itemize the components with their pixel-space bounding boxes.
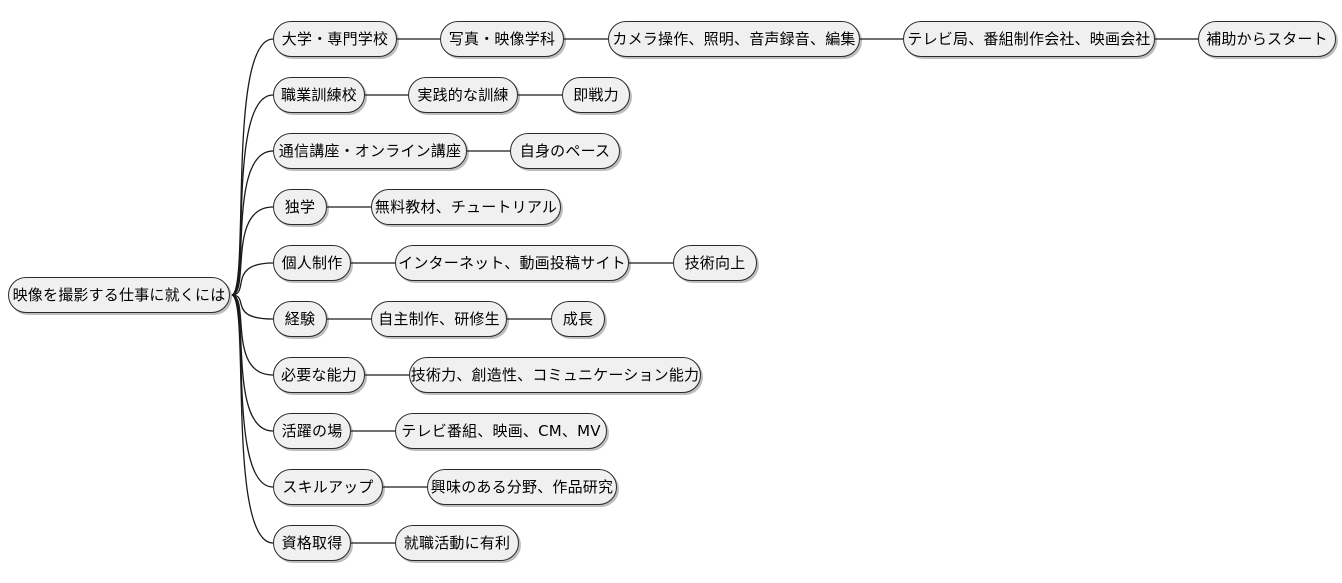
leaf-node-9-2[interactable]: 興味のある分野、作品研究 (427, 469, 617, 505)
branch-node-3[interactable]: 通信講座・オンライン講座 (273, 133, 467, 169)
branch-node-6[interactable]: 経験 (273, 301, 327, 337)
leaf-node-10-2[interactable]: 就職活動に有利 (395, 525, 519, 561)
leaf-node-1-3[interactable]: カメラ操作、照明、音声録音、編集 (608, 21, 860, 57)
branch-node-10[interactable]: 資格取得 (273, 525, 351, 561)
connector-edge (231, 38, 274, 296)
branch-node-1[interactable]: 大学・専門学校 (273, 21, 397, 57)
leaf-node-6-3[interactable]: 成長 (551, 301, 605, 337)
leaf-node-5-3[interactable]: 技術向上 (673, 245, 757, 281)
connector-edge (231, 294, 274, 432)
branch-node-8[interactable]: 活躍の場 (273, 413, 351, 449)
connector-edge (231, 294, 274, 320)
branch-node-5[interactable]: 個人制作 (273, 245, 351, 281)
connector-edge (231, 294, 274, 376)
leaf-node-3-2[interactable]: 自身のペース (510, 133, 620, 169)
connector-edge (231, 294, 274, 488)
branch-node-9[interactable]: スキルアップ (273, 469, 383, 505)
connector-edge (231, 262, 274, 296)
leaf-node-6-2[interactable]: 自主制作、研修生 (371, 301, 507, 337)
leaf-node-2-2[interactable]: 実践的な訓練 (408, 77, 518, 113)
connector-edge (231, 294, 274, 544)
leaf-node-5-2[interactable]: インターネット、動画投稿サイト (395, 245, 629, 281)
leaf-node-2-3[interactable]: 即戦力 (562, 77, 630, 113)
branch-node-2[interactable]: 職業訓練校 (273, 77, 365, 113)
leaf-node-4-2[interactable]: 無料教材、チュートリアル (371, 189, 561, 225)
connector-edge (231, 206, 274, 296)
leaf-node-1-4[interactable]: テレビ局、番組制作会社、映画会社 (903, 21, 1155, 57)
leaf-node-1-2[interactable]: 写真・映像学科 (440, 21, 564, 57)
leaf-node-1-5[interactable]: 補助からスタート (1198, 21, 1336, 57)
leaf-node-8-2[interactable]: テレビ番組、映画、CM、MV (395, 413, 607, 449)
connector-edge (231, 150, 274, 296)
branch-node-7[interactable]: 必要な能力 (273, 357, 365, 393)
branch-node-4[interactable]: 独学 (273, 189, 327, 225)
leaf-node-7-2[interactable]: 技術力、創造性、コミュニケーション能力 (409, 357, 701, 393)
root-node[interactable]: 映像を撮影する仕事に就くには (8, 277, 230, 313)
connector-edge (231, 94, 274, 296)
